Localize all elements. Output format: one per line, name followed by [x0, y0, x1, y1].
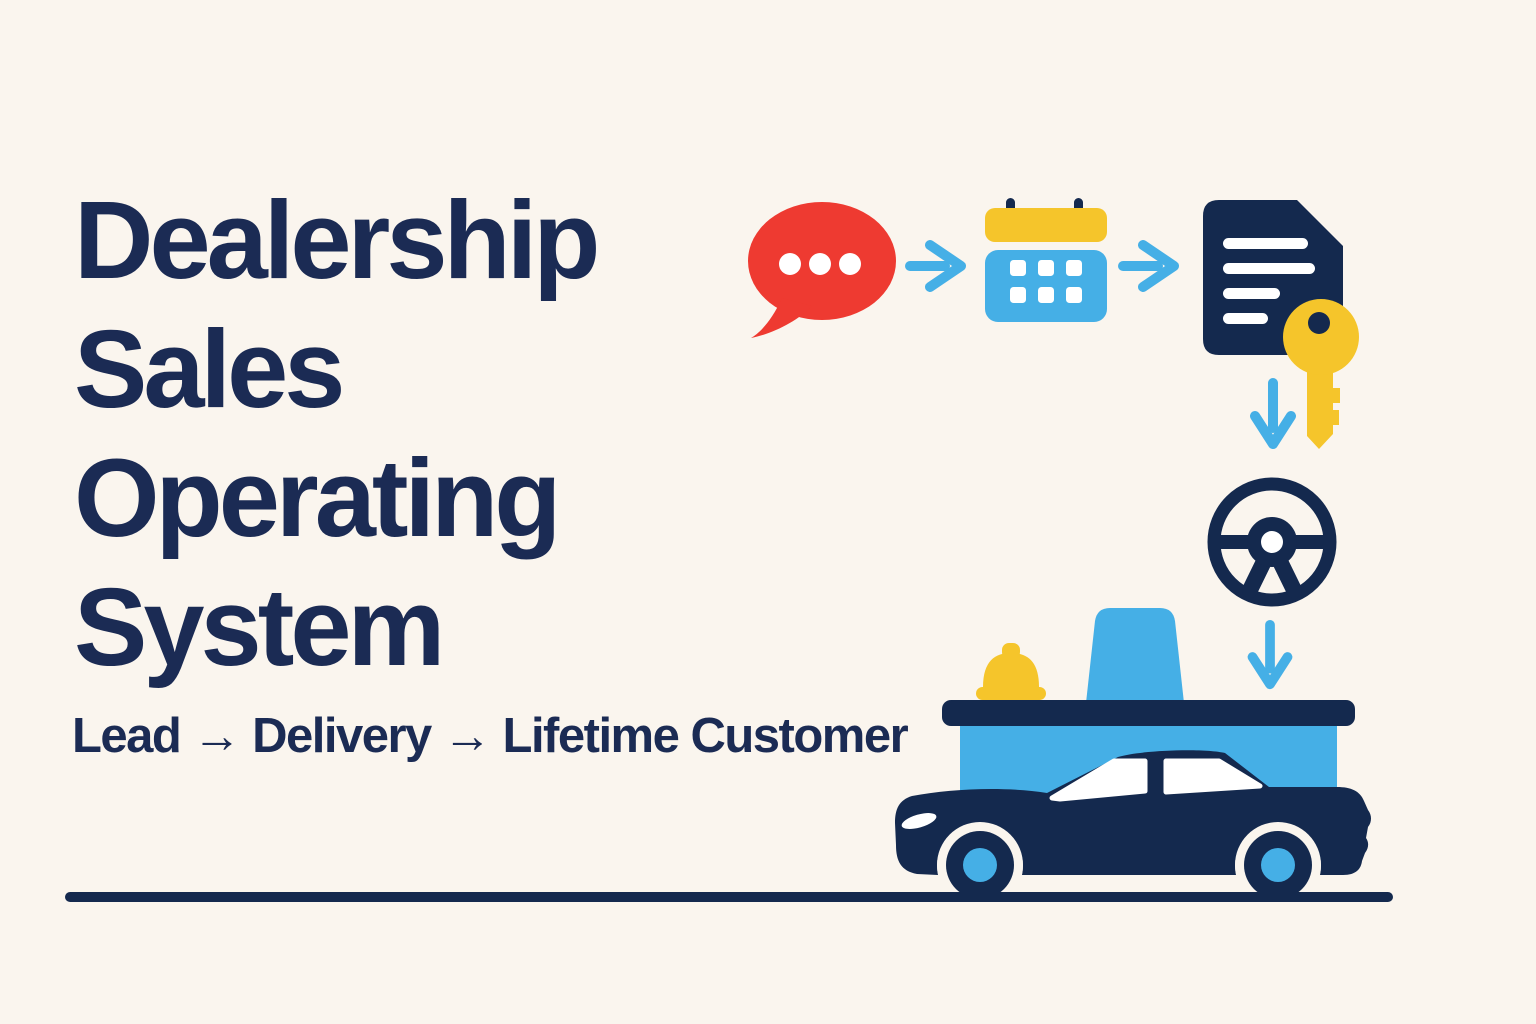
- arrow-down-icon: [1247, 620, 1293, 690]
- title-line: System: [74, 566, 445, 689]
- arrow-down-icon: [1250, 378, 1296, 449]
- car-front-window: [1049, 758, 1148, 802]
- car-icon: [895, 750, 1371, 902]
- title-line: Sales: [74, 308, 345, 431]
- calendar-icon: [985, 198, 1107, 322]
- car-rear-window: [1163, 758, 1263, 795]
- title-line: Dealership: [74, 179, 600, 302]
- ground-line: [65, 892, 1393, 902]
- chair-back-icon: [1086, 608, 1184, 703]
- steering-wheel-icon: [1207, 477, 1337, 607]
- car-key-icon: [1283, 299, 1359, 449]
- arrow-right-icon: [905, 240, 966, 292]
- page-title: Dealership Sales Operating System: [74, 176, 600, 692]
- subtitle-flow-text: Lead → Delivery → Lifetime Customer: [72, 709, 909, 763]
- arrow-right-icon: [1118, 240, 1179, 292]
- reception-desk-top: [942, 700, 1355, 726]
- car-headlight: [901, 813, 937, 829]
- title-line: Operating: [74, 437, 562, 560]
- service-bell-icon: [976, 643, 1046, 700]
- chat-bubble-icon: [748, 202, 896, 338]
